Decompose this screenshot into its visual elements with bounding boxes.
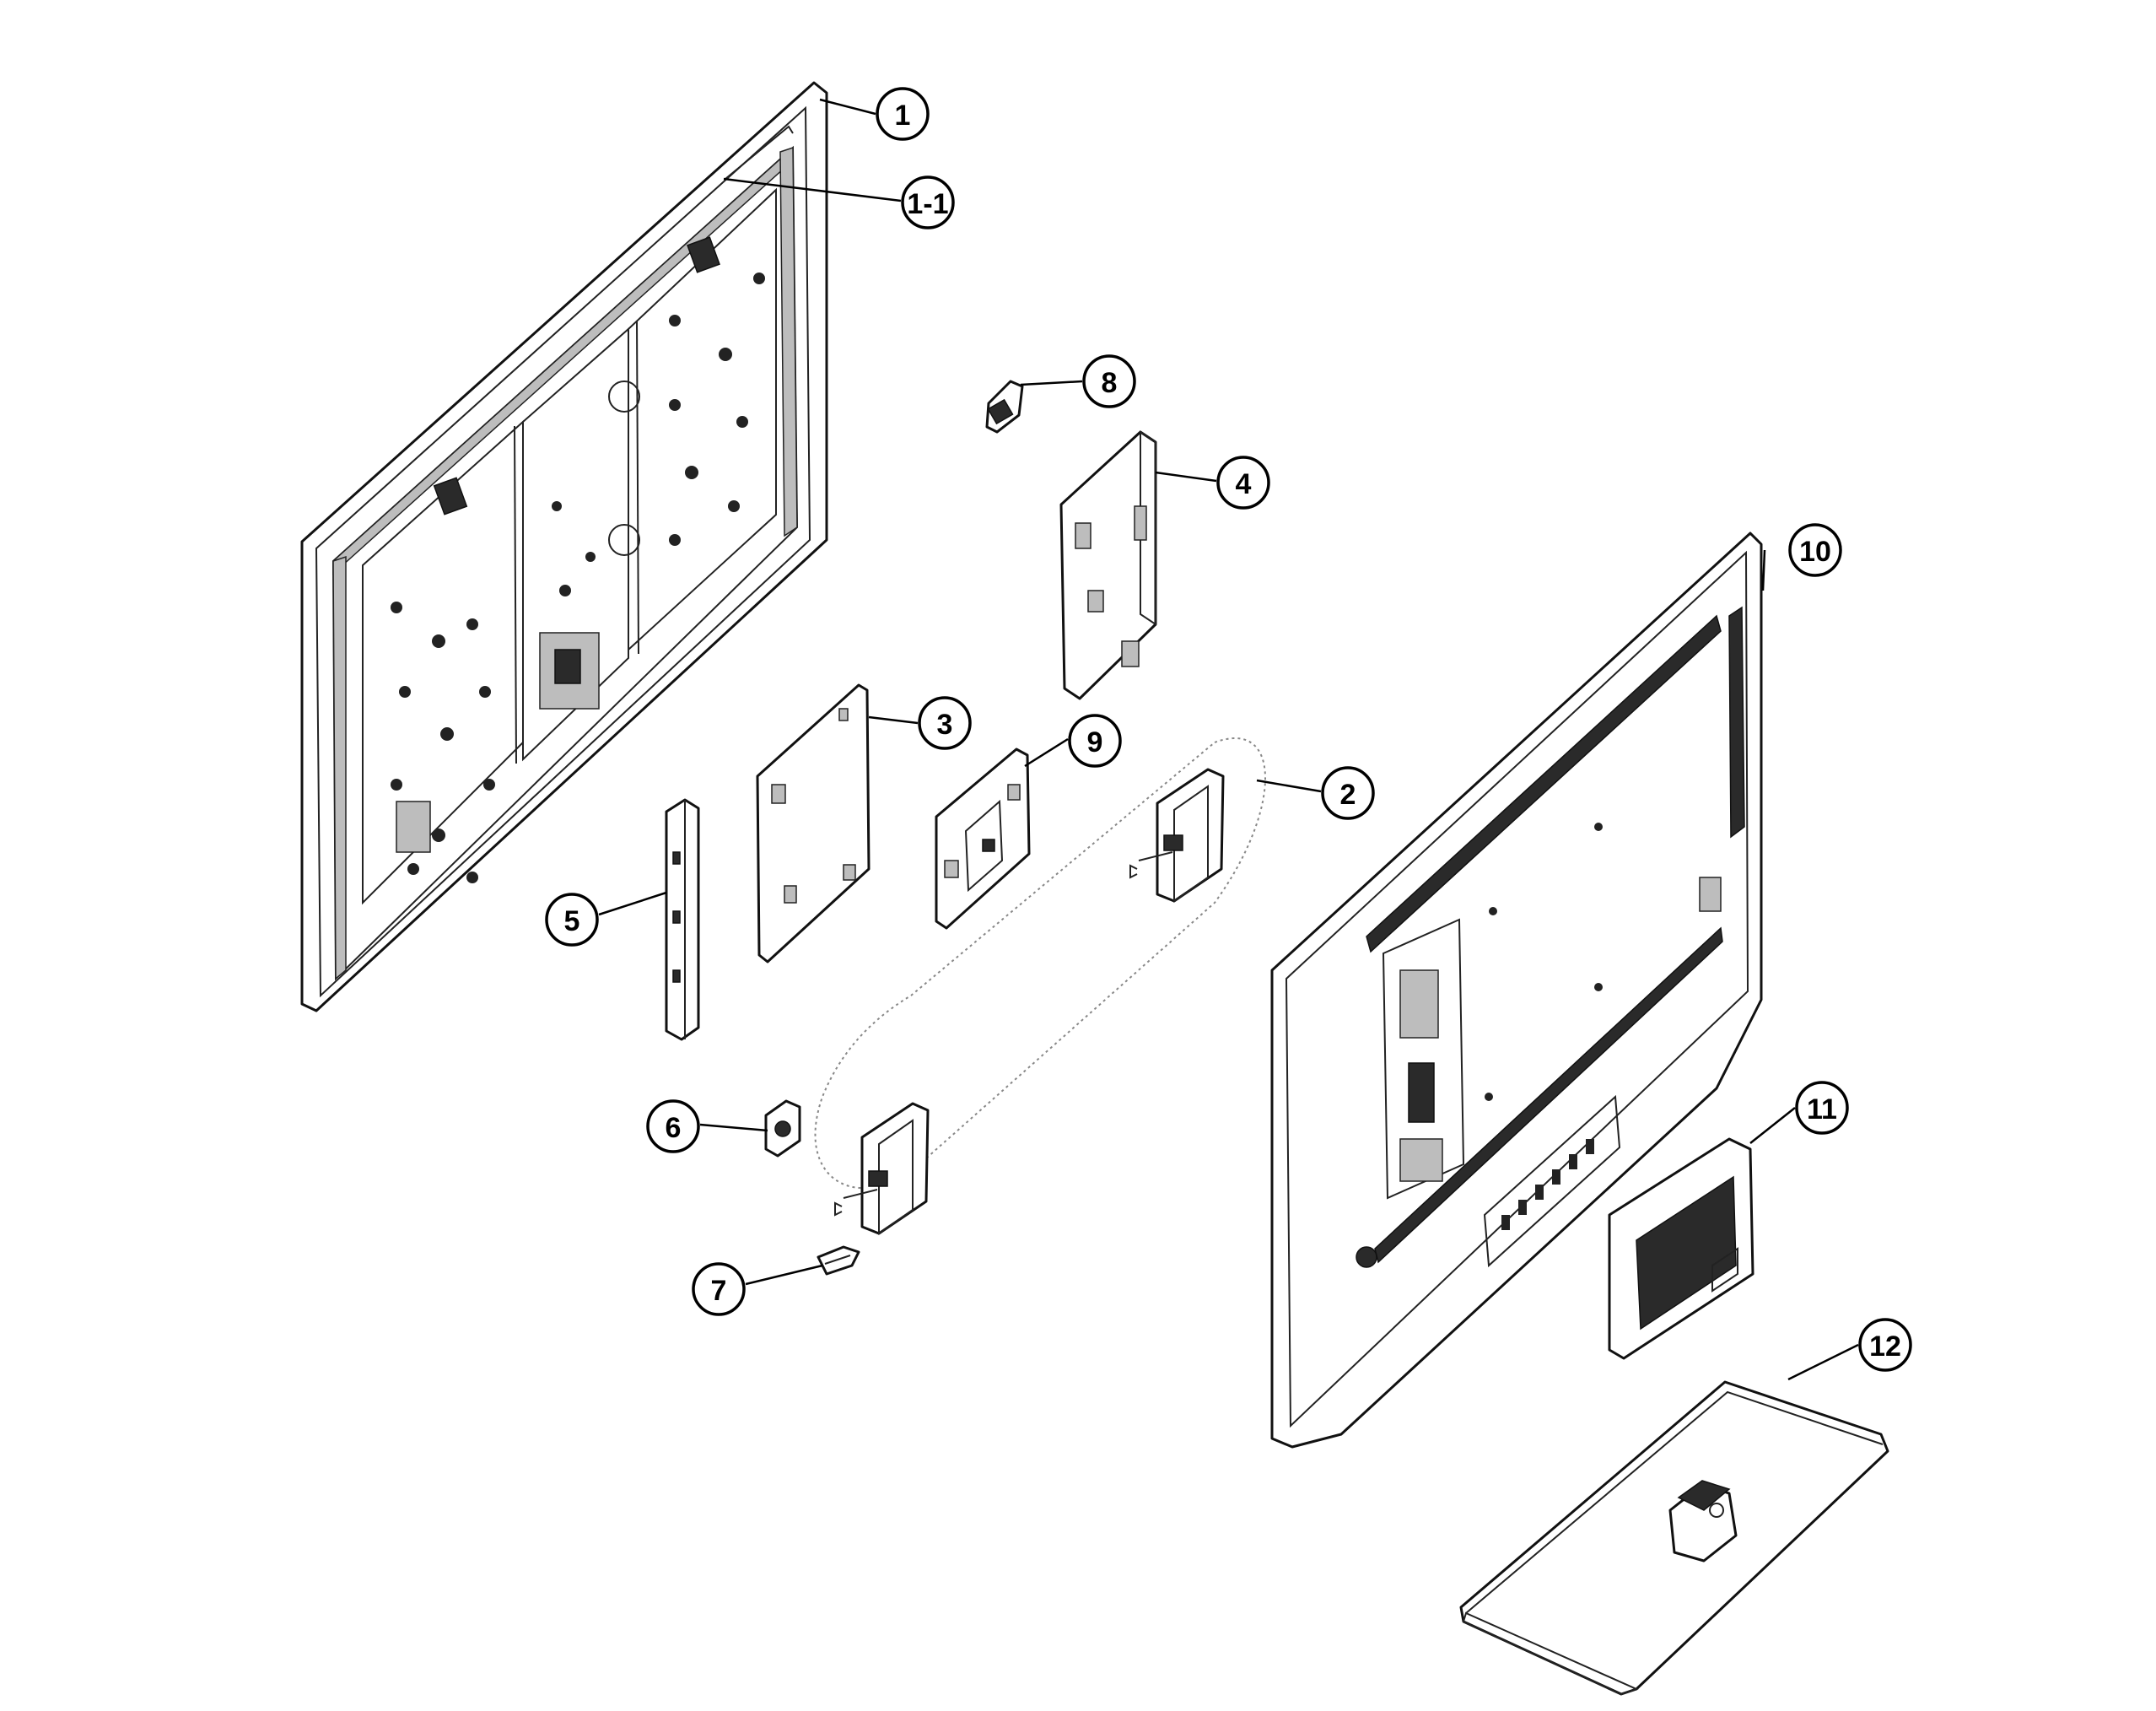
- part-11-stand-neck[interactable]: [1608, 1137, 1754, 1360]
- callout-3: 3: [918, 696, 972, 750]
- callout-9-label: 9: [1087, 726, 1103, 758]
- part-6-key-board[interactable]: [764, 1099, 801, 1158]
- part-1-1-panel-frame[interactable]: [725, 125, 794, 180]
- callout-3-label: 3: [937, 709, 953, 741]
- callout-4-label: 4: [1236, 468, 1252, 500]
- part-4-power-board[interactable]: [1059, 430, 1157, 700]
- part-10-back-cover[interactable]: [1270, 532, 1763, 1449]
- callout-5: 5: [545, 893, 599, 947]
- callout-10-label: 10: [1799, 536, 1831, 568]
- callout-7: 7: [692, 1262, 746, 1316]
- callout-7-label: 7: [711, 1275, 727, 1307]
- part-3-main-board[interactable]: [756, 683, 870, 963]
- callout-11: 11: [1795, 1081, 1849, 1135]
- callout-6: 6: [646, 1099, 700, 1153]
- callout-2: 2: [1321, 766, 1375, 820]
- callout-4: 4: [1216, 456, 1270, 510]
- part-8-connector[interactable]: [985, 380, 1024, 434]
- part-7-sensor[interactable]: [817, 1245, 860, 1276]
- callout-1-1-label: 1-1: [907, 188, 948, 220]
- part-5-side-bracket[interactable]: [665, 798, 700, 1041]
- callout-12-label: 12: [1869, 1330, 1901, 1363]
- callout-9: 9: [1068, 714, 1122, 768]
- part-12-stand-base[interactable]: [1459, 1380, 1889, 1696]
- part-9-signal-board[interactable]: [935, 748, 1031, 930]
- callout-10: 10: [1788, 523, 1842, 577]
- callout-1-1: 1-1: [901, 175, 955, 229]
- callout-8-label: 8: [1102, 367, 1118, 399]
- callout-6-label: 6: [666, 1112, 682, 1144]
- callout-11-label: 11: [1807, 1093, 1837, 1125]
- callout-2-label: 2: [1340, 779, 1356, 811]
- leader-lines: [598, 98, 1859, 1381]
- callout-12: 12: [1858, 1318, 1912, 1372]
- callout-5-label: 5: [564, 905, 580, 937]
- part-1-panel-assembly[interactable]: [300, 81, 828, 1012]
- callout-1-label: 1: [895, 100, 911, 132]
- callout-1: 1: [876, 87, 930, 141]
- callout-8: 8: [1082, 354, 1136, 408]
- part-2-speaker-set[interactable]: [814, 737, 1266, 1235]
